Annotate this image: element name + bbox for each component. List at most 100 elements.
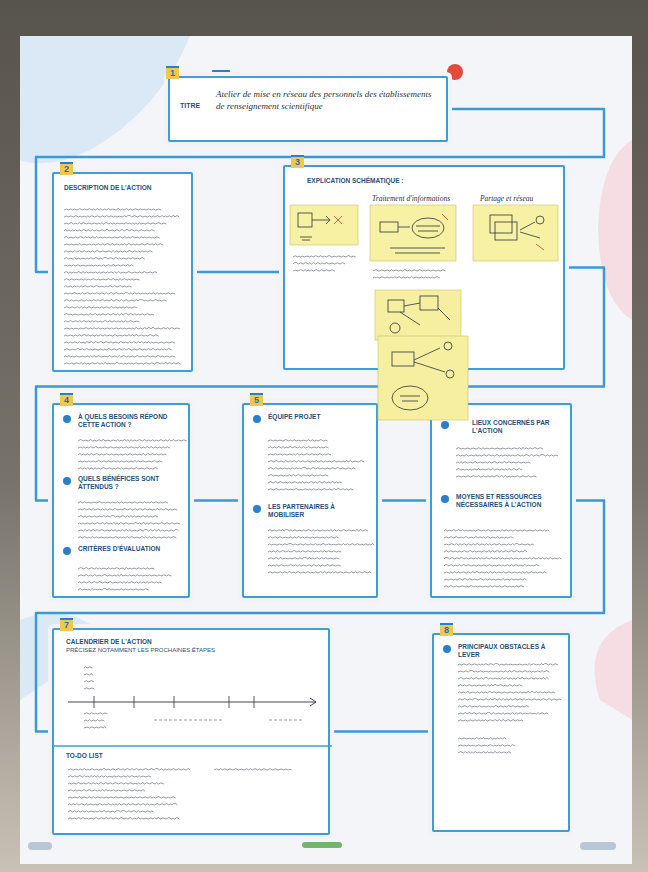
- handwriting-scribble: [458, 684, 522, 686]
- handwriting-scribble: [444, 557, 561, 559]
- handwriting-scribble: [268, 460, 364, 462]
- handwriting-scribble: [64, 229, 155, 231]
- section-heading: CRITÈRES D'ÉVALUATION: [78, 545, 182, 553]
- timeline-sketch: [94, 696, 254, 708]
- handwriting-scribble: [78, 588, 149, 590]
- section-icon: [63, 547, 71, 555]
- handwriting-scribble: [78, 515, 158, 517]
- handwriting-scribble: [64, 348, 172, 350]
- section-icon: [253, 415, 261, 423]
- flow-connector: [378, 500, 430, 501]
- handwriting-scribble: [444, 550, 527, 552]
- connector-line: [190, 499, 242, 502]
- handwriting-scribble: [293, 256, 356, 258]
- handwriting-scribble: [268, 529, 368, 531]
- timeline-sketch: [54, 745, 332, 747]
- section-heading: QUELS BÉNÉFICES SONT ATTENDUS ?: [78, 475, 182, 491]
- sketch-caption: Partage et réseau: [480, 194, 533, 203]
- flow-connector: [330, 731, 432, 732]
- connector-line: [193, 271, 283, 274]
- handwriting-scribble: [78, 468, 158, 469]
- handwriting-scribble: [64, 215, 179, 217]
- card-sketch: [434, 635, 572, 834]
- handwriting-scribble: [456, 462, 531, 463]
- handwriting-scribble: [268, 446, 329, 448]
- section-card: 5ÉQUIPE PROJETLES PARTENAIRES À MOBILISE…: [242, 403, 378, 598]
- handwriting-scribble: [78, 461, 163, 463]
- handwriting-scribble: [84, 720, 104, 721]
- sketch-caption: Traitement d'informations: [372, 194, 450, 203]
- handwriting-scribble: [78, 575, 171, 576]
- handwriting-scribble: [444, 571, 546, 573]
- section-heading: PRINCIPAUX OBSTACLES À LEVER: [458, 643, 562, 659]
- handwriting-scribble: [78, 509, 177, 511]
- handwriting-scribble: [444, 543, 534, 545]
- card-sketch: [54, 174, 195, 374]
- handwriting-scribble: [458, 706, 529, 708]
- handwriting-scribble: [64, 251, 152, 252]
- handwriting-scribble: [214, 769, 292, 770]
- handwriting-scribble: [444, 579, 527, 581]
- handwriting-scribble: [293, 270, 335, 271]
- handwriting-scribble: [444, 530, 549, 531]
- handwriting-scribble: [84, 674, 93, 675]
- handwriting-scribble: [84, 713, 107, 714]
- handwriting-scribble: [68, 783, 164, 785]
- handwriting-scribble: [268, 537, 339, 538]
- handwriting-scribble: [268, 572, 371, 574]
- section-icon: [443, 645, 451, 653]
- section-card: 1TITREAtelier de mise en réseau des pers…: [168, 76, 448, 142]
- section-icon: [63, 415, 71, 423]
- flow-connector: [193, 272, 283, 273]
- handwriting-scribble: [64, 279, 140, 280]
- handwriting-scribble: [268, 467, 356, 469]
- handwriting-scribble: [64, 321, 139, 323]
- handwriting-scribble: [78, 447, 170, 449]
- handwriting-scribble: [458, 738, 506, 740]
- handwriting-scribble: [268, 543, 374, 545]
- handwriting-scribble: [268, 475, 328, 477]
- handwriting-scribble: [64, 244, 163, 246]
- section-heading: ÉQUIPE PROJET: [268, 413, 372, 421]
- handwriting-scribble: [373, 270, 446, 271]
- connector-line: [378, 499, 430, 502]
- section-heading: CALENDRIER DE L'ACTION: [66, 638, 286, 646]
- section-heading: MOYENS ET RESSOURCES NÉCESSAIRES À L'ACT…: [456, 493, 566, 509]
- section-heading: TITRE: [180, 102, 214, 111]
- section-number: 5: [250, 393, 263, 406]
- section-number: 4: [60, 393, 73, 406]
- handwriting-scribble: [78, 582, 162, 584]
- handwriting-scribble: [64, 237, 160, 239]
- section-heading: À QUELS BESOINS RÉPOND CETTE ACTION ?: [78, 413, 182, 429]
- handwriting-scribble: [64, 356, 175, 357]
- card-sketch: [54, 405, 192, 600]
- timeline-sketch: [68, 698, 316, 706]
- handwriting-scribble: [458, 712, 548, 714]
- handwriting-scribble: [456, 469, 522, 470]
- handwriting-scribble: [458, 677, 549, 679]
- handwriting-scribble: [78, 439, 187, 441]
- handwriting-scribble: [64, 362, 181, 364]
- timeline-sketch: [154, 720, 304, 721]
- section-card: 7CALENDRIER DE L'ACTIONPRÉCISEZ NOTAMMEN…: [52, 628, 330, 835]
- handwriting-scribble: [458, 663, 558, 665]
- handwriting-scribble: [64, 286, 132, 287]
- handwriting-scribble: [68, 776, 151, 777]
- handwriting-scribble: [64, 257, 145, 259]
- handwriting-scribble: [64, 299, 167, 301]
- handwriting-scribble: [64, 335, 159, 337]
- section-number: 8: [440, 623, 453, 636]
- handwriting-scribble: [456, 476, 537, 477]
- handwriting-scribble: [78, 529, 179, 531]
- section-heading: TO-DO LIST: [66, 752, 186, 760]
- section-heading: DESCRIPTION DE L'ACTION: [64, 184, 184, 192]
- handwriting-scribble: [64, 265, 133, 266]
- handwriting-scribble: [458, 670, 549, 672]
- handwriting-scribble: [268, 440, 328, 441]
- card-sketch: [244, 405, 380, 600]
- handwriting-scribble: [64, 307, 137, 308]
- section-heading: LES PARTENAIRES À MOBILISER: [268, 503, 372, 519]
- section-card: 8PRINCIPAUX OBSTACLES À LEVER: [432, 633, 570, 832]
- handwriting-scribble: [458, 752, 511, 754]
